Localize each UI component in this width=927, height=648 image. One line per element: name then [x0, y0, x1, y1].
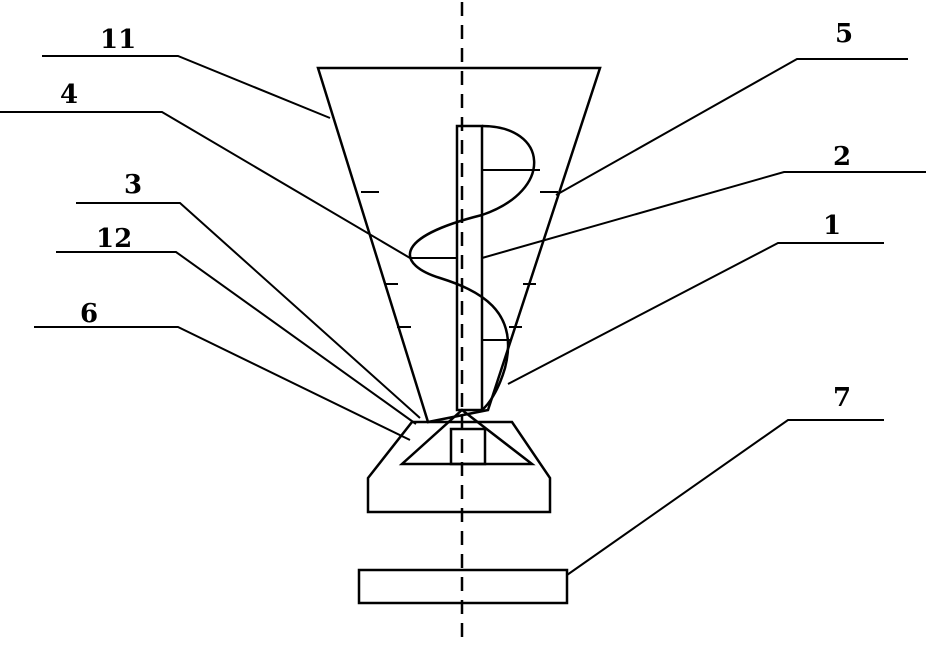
leader-4 — [0, 111, 411, 259]
callout-1: 1 — [823, 211, 841, 241]
leader-6 — [34, 326, 411, 441]
leader-12 — [56, 251, 417, 425]
central-shaft — [455, 124, 484, 412]
leader-3 — [76, 202, 421, 419]
callout-2: 2 — [833, 142, 851, 172]
right-scale-ticks — [509, 191, 558, 328]
helical-blade — [408, 124, 536, 411]
callout-7: 7 — [833, 383, 851, 413]
callout-11: 11 — [100, 25, 136, 55]
callout-5: 5 — [835, 19, 853, 49]
motor-block — [449, 427, 487, 466]
leader-1 — [507, 242, 884, 385]
callout-12: 12 — [96, 224, 132, 254]
leader-5 — [555, 58, 908, 196]
callout-4: 4 — [60, 80, 78, 110]
callout-3: 3 — [124, 170, 142, 200]
inner-cone — [398, 408, 536, 466]
callout-6: 6 — [80, 299, 98, 329]
leader-11 — [42, 55, 331, 119]
blade-rungs — [410, 169, 540, 341]
bottom-plate — [357, 568, 569, 605]
leader-lines — [0, 55, 926, 576]
leader-7 — [566, 419, 884, 576]
leader-2 — [481, 171, 926, 259]
base-housing — [366, 420, 552, 514]
left-scale-ticks — [361, 191, 411, 328]
conical-hopper — [316, 66, 602, 424]
